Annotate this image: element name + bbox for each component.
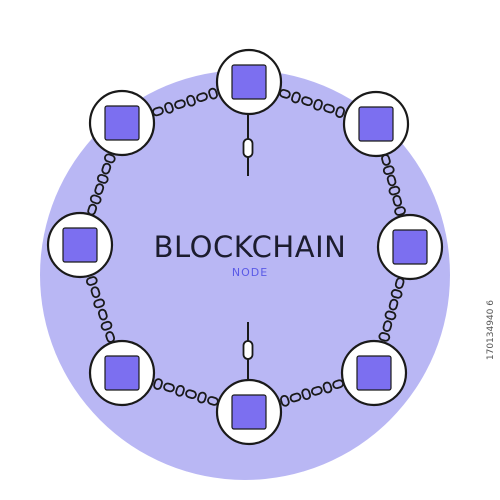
chain-link: [94, 183, 105, 195]
chain-link: [175, 384, 185, 397]
node-square-icon: [356, 355, 392, 391]
node-top-left: [88, 89, 156, 157]
node-top: [215, 48, 283, 116]
spoke-bottom: [242, 322, 254, 382]
chain-link: [394, 206, 406, 216]
chain-link: [89, 194, 102, 205]
node-square-icon: [231, 394, 267, 430]
chain-link: [301, 96, 313, 107]
chain-link: [174, 99, 186, 110]
stock-id-watermark: 170134940 6: [486, 300, 496, 361]
chain-link: [289, 392, 302, 403]
chain-link: [85, 276, 98, 286]
chain-link: [291, 91, 301, 104]
page-subtitle: NODE: [231, 266, 269, 279]
node-top-right: [342, 90, 410, 158]
chain-link: [186, 94, 196, 107]
chain-link: [388, 185, 401, 196]
chain-link: [185, 389, 197, 400]
chain-link: [208, 87, 218, 100]
node-square-icon: [358, 106, 394, 142]
chain-link: [100, 320, 113, 331]
chain-link: [384, 310, 397, 321]
chain-link: [96, 173, 109, 184]
chain-link: [153, 378, 163, 390]
spoke-link: [242, 340, 254, 360]
chain-link: [90, 286, 101, 299]
chain-link: [322, 381, 333, 394]
node-square-icon: [104, 105, 140, 141]
node-square-icon: [392, 229, 428, 265]
chain-link: [104, 153, 116, 164]
page-title: BLOCKCHAIN: [153, 230, 347, 264]
node-right: [376, 213, 444, 281]
chain-link: [386, 174, 397, 187]
chain-link: [97, 308, 108, 321]
chain-link: [390, 289, 403, 299]
nodes-group: [46, 48, 444, 446]
chain-link: [197, 391, 207, 404]
chain-link: [101, 162, 112, 175]
chain-link: [388, 298, 399, 311]
node-square-icon: [231, 64, 267, 100]
chain-link: [313, 99, 323, 111]
node-square-icon: [62, 227, 98, 263]
spoke-link: [242, 138, 254, 158]
chain-link: [280, 394, 290, 407]
node-left: [46, 211, 114, 279]
node-bottom-left: [88, 339, 156, 407]
chain-link: [382, 165, 395, 175]
chain-link: [392, 194, 403, 207]
node-square-icon: [104, 355, 140, 391]
chain-link: [323, 103, 335, 114]
chain-link: [301, 388, 312, 400]
chain-links: [85, 87, 406, 407]
spoke-top: [242, 114, 254, 176]
chain-link: [164, 102, 174, 114]
chain-link: [378, 332, 391, 342]
node-bottom-right: [340, 339, 408, 407]
chain-link: [335, 106, 345, 118]
center-spokes: [242, 114, 254, 382]
chain-link: [310, 385, 323, 396]
chain-link: [93, 298, 105, 309]
chain-link: [196, 92, 208, 103]
chain-link: [382, 320, 393, 332]
node-bottom: [215, 378, 283, 446]
chain-link: [163, 382, 175, 393]
